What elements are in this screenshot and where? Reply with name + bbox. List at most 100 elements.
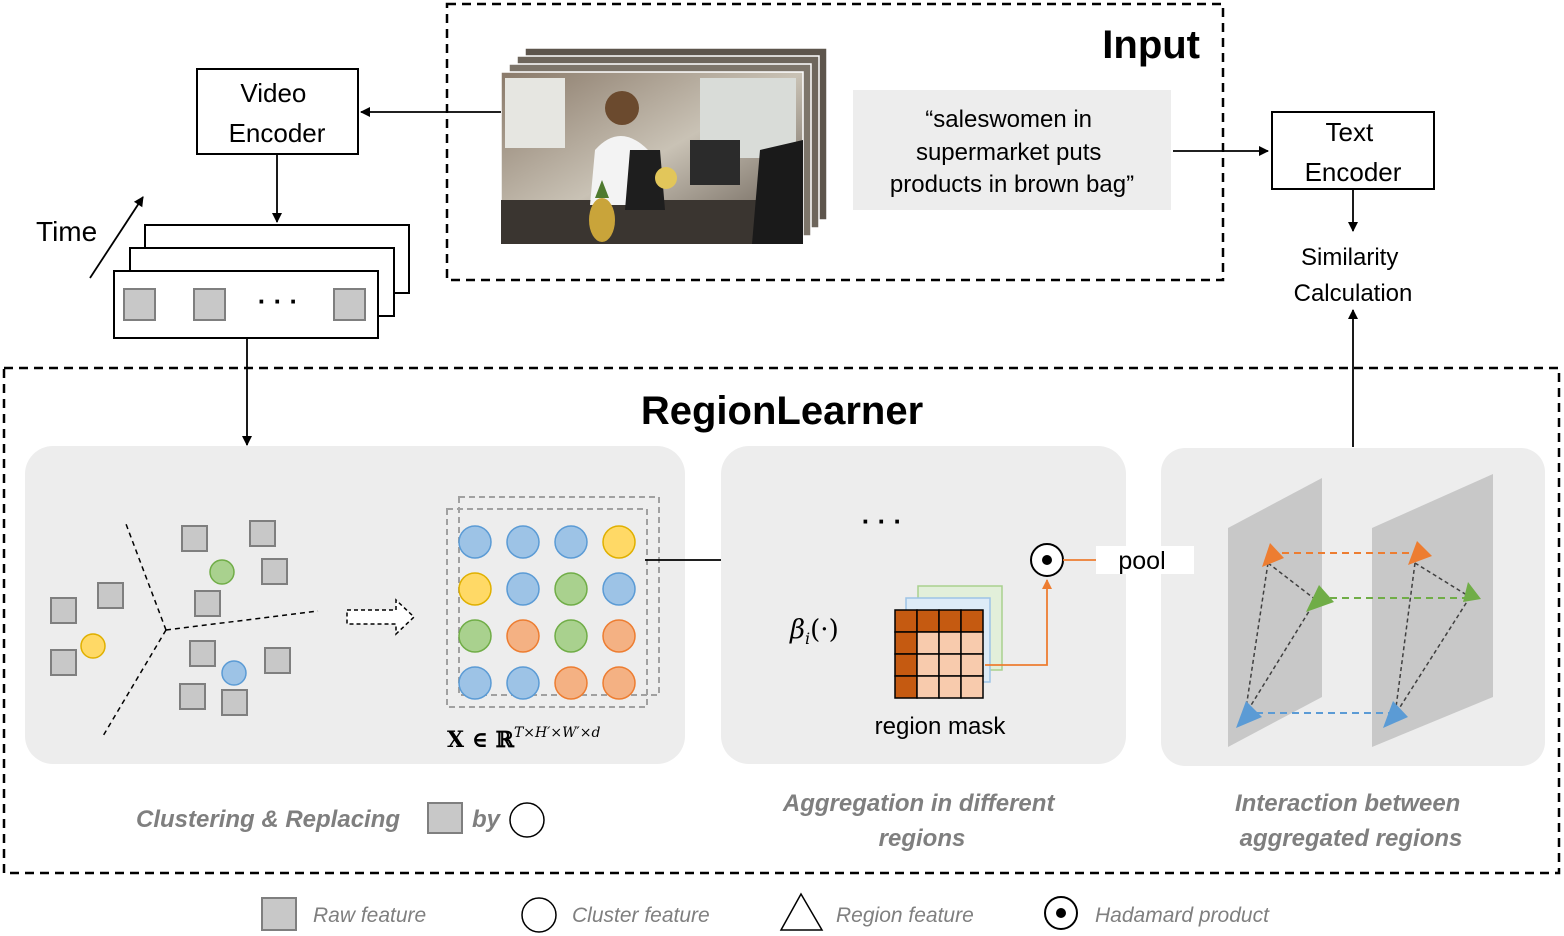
cluster-cell-2-1 xyxy=(506,619,540,653)
interaction-caption-line-1: Interaction between xyxy=(1235,790,1460,817)
svg-text:Text Encoder: Text Encoder xyxy=(1305,117,1402,187)
arrow-mask-to-hadamard xyxy=(985,579,1052,666)
legend: Raw feature Cluster feature Region featu… xyxy=(261,892,1270,933)
svg-text:Aggregation in different r: Aggregation in different regions xyxy=(782,790,1061,852)
mask-cell-1-3 xyxy=(960,631,984,655)
cluster-cell-3-3 xyxy=(602,666,636,700)
cluster-centroid-yellow xyxy=(80,633,106,659)
cluster-cell-3-0 xyxy=(458,666,492,700)
mask-cell-1-1 xyxy=(916,631,940,655)
beta-sub: i xyxy=(805,629,810,648)
mask-cell-1-2 xyxy=(938,631,962,655)
cluster-cell-2-2 xyxy=(554,619,588,653)
cluster-centroid-green xyxy=(209,559,235,585)
legend-cluster-icon xyxy=(521,897,557,933)
video-encoder-line-2: Encoder xyxy=(229,118,326,148)
region-triangle-blue-1 xyxy=(1236,701,1262,728)
aggregation-caption-line-1: Aggregation in different xyxy=(782,790,1056,817)
similarity-line-1: Similarity xyxy=(1301,244,1398,271)
svg-text:Similarity Calculation: Similarity Calculation xyxy=(1294,244,1413,307)
hadamard-product-icon xyxy=(1030,543,1064,577)
region-triangle-blue-2 xyxy=(1383,701,1408,728)
text-encoder-box: Text Encoder xyxy=(1271,111,1435,190)
region-mask-grid xyxy=(894,609,984,699)
cluster-centroid-blue xyxy=(221,660,247,686)
caption-box xyxy=(853,90,1171,210)
time-arrow xyxy=(89,196,144,279)
clustering-panel: X ∈ ℝT×H′×W′×d xyxy=(25,446,685,764)
feature-stack: · · · xyxy=(113,224,410,339)
caption-raw-square-icon xyxy=(427,802,463,834)
scatter-raw-feature-8 xyxy=(189,640,216,667)
video-encoder-line-1: Video xyxy=(240,78,306,108)
interaction-panel xyxy=(1161,448,1545,766)
input-title: Input xyxy=(1102,23,1200,67)
legend-hadamard-label: Hadamard product xyxy=(1095,904,1270,927)
time-label: Time xyxy=(36,216,97,247)
cluster-cell-0-3 xyxy=(602,525,636,559)
caption-line-3: products in brown bag” xyxy=(890,171,1134,198)
pool-label: pool xyxy=(1118,547,1165,575)
aggregation-panel: · · · βi(·) region mask xyxy=(721,446,1126,764)
interaction-caption-line-2: aggregated regions xyxy=(1240,825,1463,852)
svg-text:Video Encoder: Video Encoder xyxy=(229,78,326,148)
aggregation-ellipsis: · · · xyxy=(862,506,902,536)
scatter-raw-feature-6 xyxy=(194,590,221,617)
cluster-cell-1-1 xyxy=(506,572,540,606)
cluster-cell-0-2 xyxy=(554,525,588,559)
legend-raw-label: Raw feature xyxy=(313,904,426,927)
mask-cell-2-1 xyxy=(916,653,940,677)
cluster-feature-grid xyxy=(458,525,636,700)
region-mask-label: region mask xyxy=(875,713,1007,740)
mask-cell-3-2 xyxy=(938,675,962,699)
region-triangle-green-1 xyxy=(1306,585,1334,612)
text-encoder-line-1: Text xyxy=(1326,117,1374,147)
feature-square-1 xyxy=(123,288,156,321)
beta-label: β xyxy=(789,615,805,645)
mask-cell-1-0 xyxy=(894,631,918,655)
cluster-cell-2-3 xyxy=(602,619,636,653)
cluster-cell-2-0 xyxy=(458,619,492,653)
cluster-cell-1-3 xyxy=(602,572,636,606)
caption-line-1: “saleswomen in xyxy=(925,106,1092,133)
mask-cell-0-0 xyxy=(894,609,918,633)
mask-cell-0-1 xyxy=(916,609,940,633)
scatter-raw-feature-4 xyxy=(249,520,276,547)
mask-cell-2-2 xyxy=(938,653,962,677)
svg-text:X ∈ ℝT×H′×W′×d: X ∈ ℝT×H′×W′×d xyxy=(447,725,600,753)
clustering-caption-part2: by xyxy=(472,806,502,833)
feature-ellipsis: · · · xyxy=(258,286,298,316)
text-encoder-line-2: Encoder xyxy=(1305,157,1402,187)
scatter-raw-feature-3 xyxy=(181,525,208,552)
legend-raw-icon xyxy=(261,897,297,931)
regionlearner-title: RegionLearner xyxy=(641,389,923,433)
caption-line-2: supermarket puts xyxy=(916,139,1101,166)
svg-text:“saleswomen in supermark: “saleswomen in supermarket puts products… xyxy=(890,106,1134,198)
scatter-raw-feature-7 xyxy=(50,649,77,676)
mask-cell-3-1 xyxy=(916,675,940,699)
video-encoder-box: Video Encoder xyxy=(196,68,359,155)
similarity-line-2: Calculation xyxy=(1294,280,1413,307)
mask-cell-2-0 xyxy=(894,653,918,677)
input-section: Input xyxy=(445,2,1225,282)
clustering-caption-part1: Clustering & Replacing xyxy=(136,806,400,833)
matrix-label: X ∈ ℝ xyxy=(447,727,515,753)
svg-text:βi(·): βi(·) xyxy=(789,615,839,648)
scatter-raw-feature-1 xyxy=(50,597,77,624)
cluster-cell-1-2 xyxy=(554,572,588,606)
region-triangle-orange-1 xyxy=(1262,543,1284,567)
svg-text:Clustering & Replacing: Clustering & Replacing xyxy=(136,806,400,833)
mask-cell-0-2 xyxy=(938,609,962,633)
region-triangle-green-2 xyxy=(1463,582,1481,602)
aggregation-caption-line-2: regions xyxy=(879,825,966,852)
cluster-cell-0-1 xyxy=(506,525,540,559)
cluster-cell-0-0 xyxy=(458,525,492,559)
beta-arg: (·) xyxy=(810,615,839,645)
region-triangle-orange-2 xyxy=(1408,541,1432,565)
scatter-raw-feature-2 xyxy=(97,582,124,609)
matrix-superscript: T×H′×W′×d xyxy=(514,725,600,741)
mask-cell-2-3 xyxy=(960,653,984,677)
scatter-raw-feature-5 xyxy=(261,558,288,585)
scatter-raw-features xyxy=(50,520,291,716)
